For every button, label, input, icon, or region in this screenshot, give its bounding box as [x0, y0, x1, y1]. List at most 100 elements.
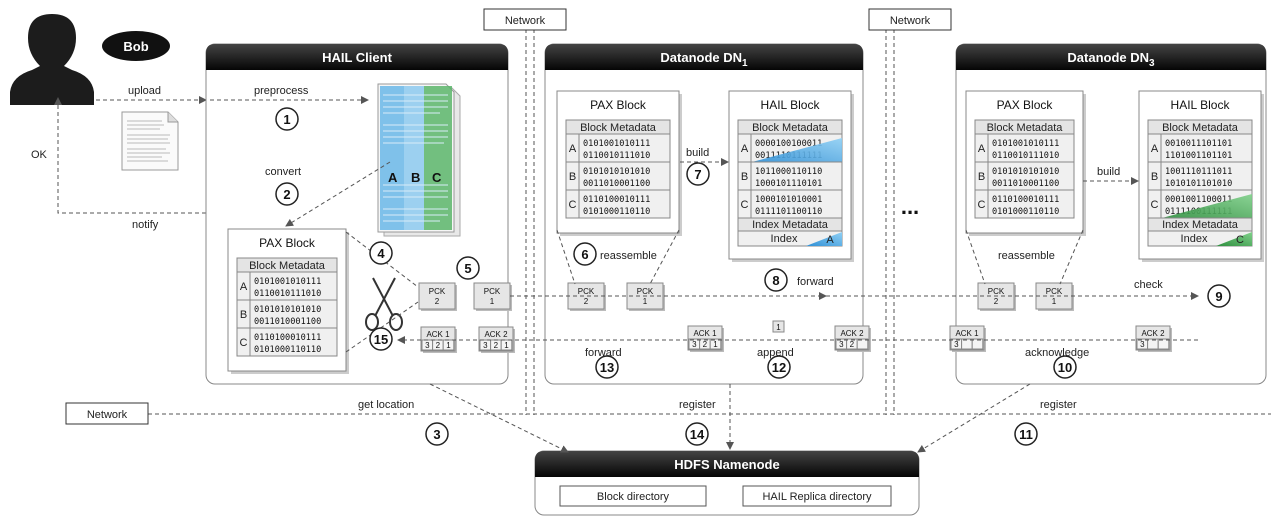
block-title: HAIL Block [1171, 98, 1231, 112]
ack-cell: 3 [954, 340, 959, 349]
step-7-marker: 7 [686, 162, 710, 186]
block-row-key: C [1151, 199, 1159, 211]
packet-label: PCK [637, 287, 654, 296]
step-number: 9 [1215, 289, 1222, 304]
append-packet-number: 1 [776, 323, 781, 332]
preprocess-label: preprocess [254, 85, 309, 97]
packet-label: PCK [429, 287, 446, 296]
block-row-bits: 1010101101010 [1165, 179, 1232, 189]
ack-cell: 2 [850, 340, 855, 349]
step-number: 7 [694, 167, 701, 182]
svg-text:B: B [411, 170, 420, 185]
append-packet: 1 [772, 320, 785, 333]
packet-label: PCK [988, 287, 1005, 296]
block-row-bits: 0011010001100 [254, 317, 321, 327]
block-row-key: C [978, 199, 986, 211]
block-directory: Block directory [597, 491, 670, 503]
step-5-marker: 5 [456, 256, 480, 280]
ack-cell: 1 [504, 341, 509, 350]
scissors-icon [365, 277, 403, 331]
register-dn1-label: register [679, 399, 716, 411]
step-number: 10 [1058, 360, 1072, 375]
block-row-bits: 1000101110101 [755, 179, 822, 189]
block-metadata-header: Block Metadata [580, 122, 657, 134]
packet-number: 2 [435, 297, 440, 306]
step-number: 2 [283, 187, 290, 202]
ack-label: ACK 1 [693, 329, 717, 338]
step-number: 12 [772, 360, 786, 375]
build-dn1-label: build [686, 147, 709, 159]
step-8-marker: 8 [764, 268, 788, 292]
step-11-marker: 11 [1014, 422, 1038, 446]
block-row-bits: 0101000110110 [992, 207, 1059, 217]
register-dn3-label: register [1040, 399, 1077, 411]
block-row-key: B [978, 171, 985, 183]
block-row-key: C [240, 337, 248, 349]
packet-number: 1 [643, 297, 648, 306]
block-row-bits: 0101001010111 [254, 277, 321, 287]
ack-cell: 3 [692, 340, 697, 349]
hail-client-title: HAIL Client [322, 50, 392, 65]
packet-label: PCK [1046, 287, 1063, 296]
packet-number: 2 [584, 297, 589, 306]
ack-label: ACK 2 [484, 330, 508, 339]
block-row-key: C [741, 199, 749, 211]
block-metadata-header: Block Metadata [249, 260, 326, 272]
step-number: 3 [433, 427, 440, 442]
build-dn3-label: build [1097, 166, 1120, 178]
block-row-bits: 0110010111010 [254, 289, 321, 299]
ack-1-dn3: ACK 13 [949, 325, 986, 352]
block-title: PAX Block [590, 98, 647, 112]
step-14-marker: 14 [685, 422, 709, 446]
packet-number: 2 [994, 297, 999, 306]
step-number: 15 [374, 332, 388, 347]
ack-label: ACK 2 [1141, 329, 1165, 338]
ack-cell: 3 [483, 341, 488, 350]
svg-text:Network: Network [87, 409, 128, 421]
block-title: PAX Block [259, 236, 316, 250]
get-location-label: get location [358, 399, 414, 411]
step-number: 6 [581, 247, 588, 262]
block-row-bits: 0001001100011 [1165, 195, 1232, 205]
step-number: 13 [600, 360, 614, 375]
network-lines [148, 22, 1271, 415]
block-row-bits: 0000100100011 [755, 139, 822, 149]
index-highlight [1162, 194, 1252, 218]
block-row-bits: 1011000110110 [755, 167, 822, 177]
ok-label: OK [31, 149, 48, 161]
datanode-dn1-title: Datanode DN1 [660, 50, 748, 69]
hdfs-namenode-title: HDFS Namenode [674, 457, 779, 472]
block-row-bits: 1101001101101 [1165, 151, 1232, 161]
ack-cell: 2 [703, 340, 708, 349]
upload-label: upload [128, 85, 161, 97]
block-row-key: C [569, 199, 577, 211]
ack-cell: 1 [446, 341, 451, 350]
svg-text:Network: Network [505, 15, 546, 27]
index-metadata-header: Index Metadata [1162, 219, 1239, 231]
notify-label: notify [132, 219, 159, 231]
step-12-marker: 12 [767, 355, 791, 379]
block-row-bits: 0101000110110 [254, 345, 321, 355]
step-2-marker: 2 [275, 182, 299, 206]
block-row-key: B [1151, 171, 1158, 183]
block-row-bits: 0101001010111 [583, 139, 650, 149]
block-row-bits: 0110100010111 [992, 195, 1059, 205]
block-row-bits: 1001110111011 [1165, 167, 1232, 177]
step-number: 1 [283, 112, 290, 127]
svg-text:A: A [388, 170, 398, 185]
packet-label: PCK [578, 287, 595, 296]
block-row-key: B [240, 309, 247, 321]
block-row-bits: 0101000110110 [583, 207, 650, 217]
block-row-bits: 0110010111010 [583, 151, 650, 161]
